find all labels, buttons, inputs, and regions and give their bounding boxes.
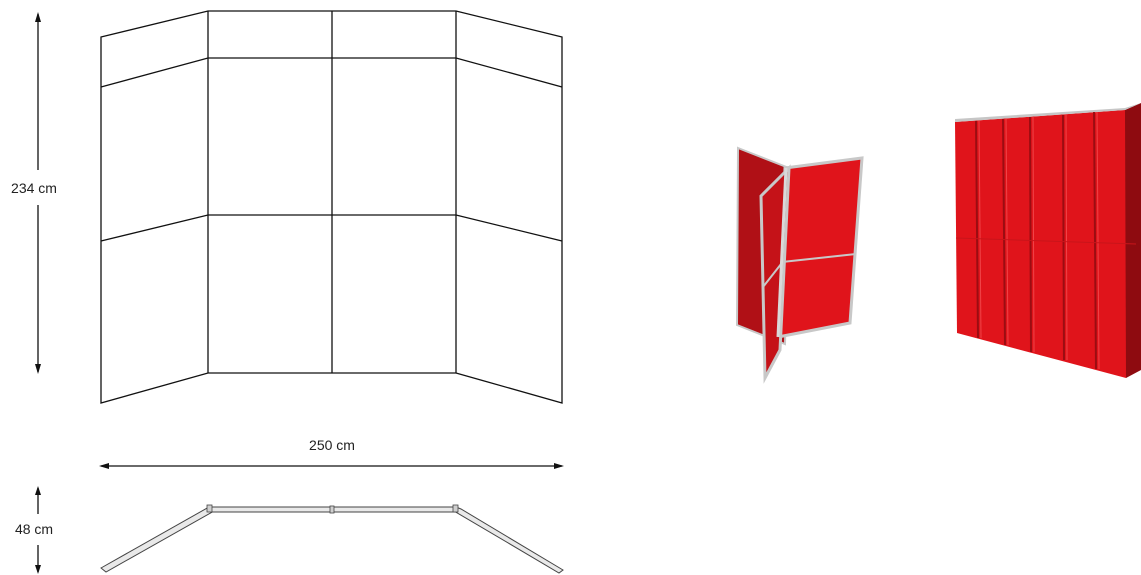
depth-label: 48 cm (15, 521, 53, 537)
width-dimension: 250 cm (99, 437, 564, 469)
height-dimension: 234 cm (11, 12, 57, 374)
board-plan-view (100, 504, 564, 574)
folded-red-board-photo (735, 146, 864, 384)
depth-dimension: 48 cm (15, 486, 53, 574)
flat-red-board-photo (955, 103, 1141, 378)
width-label: 250 cm (309, 437, 355, 453)
board-front-elevation (100, 10, 563, 404)
height-label: 234 cm (11, 180, 57, 196)
